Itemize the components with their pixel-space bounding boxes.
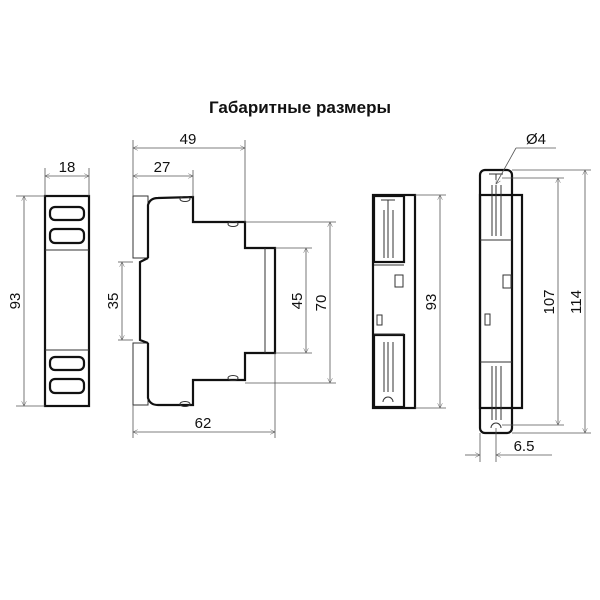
side-view: [118, 140, 336, 438]
dim-side-height: 70: [313, 295, 330, 312]
front-view: [16, 168, 91, 408]
drawing-title: Габаритные размеры: [209, 98, 391, 117]
dim-front-width: 18: [59, 159, 76, 176]
back-view: [371, 193, 446, 410]
dim-side-depth-front: 27: [154, 159, 171, 176]
dim-din-rail: 35: [105, 293, 122, 310]
dim-total-height: 114: [568, 290, 585, 314]
dim-front-height: 93: [7, 293, 24, 310]
dim-side-depth-total: 49: [180, 131, 197, 148]
dim-back-height: 93: [423, 294, 440, 311]
dim-hole-spacing: 107: [541, 289, 558, 314]
dim-side-depth-base: 62: [195, 415, 212, 432]
mount-view: [465, 147, 591, 462]
dim-hole-offset: 6.5: [514, 438, 535, 455]
dim-front-panel: 45: [289, 293, 306, 310]
dim-mount-hole: Ø4: [526, 131, 546, 148]
